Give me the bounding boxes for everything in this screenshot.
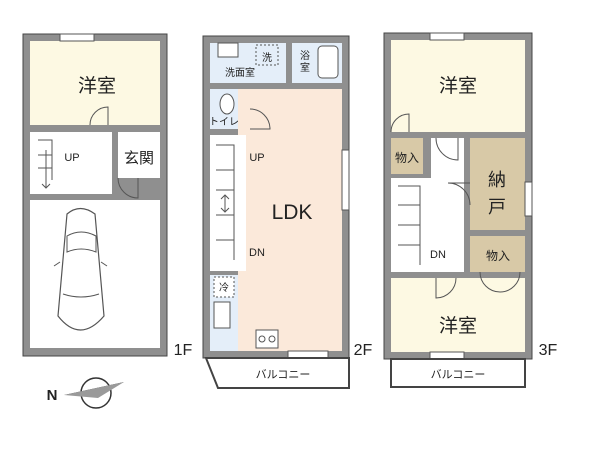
door-swing	[89, 106, 109, 126]
floor-3-storage-label-2: 戸	[488, 197, 506, 218]
floor-2-bath-label-2: 室	[300, 61, 310, 74]
floor-2-washer-label: 洗	[262, 52, 272, 64]
floor-1-label: 1F	[174, 342, 193, 359]
floor-1-stair-hall	[30, 132, 112, 194]
floor-3-western-top-label: 洋室	[439, 75, 477, 97]
floor-2-label: 2F	[354, 342, 373, 359]
floor-3: 洋室 物入 納 戸 DN 物入 洋室 バルコニー 3F	[383, 32, 558, 388]
stove-burner	[258, 335, 266, 343]
floor-1-western-label: 洋室	[78, 75, 116, 97]
floor-2-washroom-label: 洗面室	[225, 66, 255, 79]
floor-3-storage-label-1: 納	[488, 170, 506, 191]
floor-3-closet-right-label: 物入	[486, 249, 510, 263]
floor-2-toilet-label: トイレ	[209, 117, 239, 128]
floor-2-stair-up-label: UP	[249, 152, 264, 164]
door-swing	[435, 137, 459, 161]
door-swing	[479, 271, 521, 293]
door-swing	[249, 108, 271, 130]
floor-3-stairs	[398, 185, 421, 265]
washer-icon	[255, 44, 279, 66]
window	[59, 33, 95, 42]
floor-2-ldk-label: LDK	[272, 201, 313, 224]
window	[429, 351, 465, 360]
floor-2: 洗 洗面室 浴 室 トイレ UP DN LDK 冷 バルコニー 2F	[202, 35, 373, 389]
floor-3-balcony-label: バルコニー	[431, 368, 486, 381]
compass-north-label: N	[47, 387, 58, 404]
floor-2-stairwell	[210, 135, 246, 271]
toilet-icon	[219, 93, 235, 115]
door-swing	[390, 113, 410, 133]
floor-2-balcony	[204, 357, 350, 389]
floor-2-stair-down-label: DN	[249, 247, 265, 259]
window	[429, 32, 465, 41]
floor-1-stairs	[38, 139, 53, 180]
window	[287, 350, 329, 359]
bathtub-icon	[317, 45, 339, 79]
car-icon	[53, 207, 108, 331]
sink-icon	[217, 42, 239, 58]
compass-rose: N	[47, 377, 124, 409]
floor-1-entrance-area	[118, 132, 160, 178]
door-swing	[117, 177, 139, 199]
door-swing	[435, 277, 457, 299]
floor-3-stair-down-label: DN	[430, 249, 446, 261]
floor-2-fridge-label: 冷	[219, 281, 229, 294]
floor-3-storage-room	[470, 138, 525, 230]
floor-1-entrance-label: 玄関	[124, 149, 154, 167]
floor-3-closet-left-label: 物入	[395, 151, 419, 165]
floor-3-western-room-bottom	[391, 278, 525, 352]
fridge-icon	[213, 276, 235, 298]
floor-3-western-bottom-label: 洋室	[439, 315, 477, 337]
compass-needle-shade	[64, 382, 124, 398]
floor-1-western-room	[30, 41, 160, 125]
floor-3-closet-right	[470, 236, 525, 272]
floor-3-label: 3F	[539, 342, 558, 359]
floor-1-stair-up-label: UP	[64, 152, 79, 164]
window	[341, 149, 350, 211]
floor-3-western-room-top	[391, 40, 525, 132]
floor-2-balcony-label: バルコニー	[256, 368, 311, 381]
door-swing	[447, 182, 471, 206]
stair-arrow-icon	[220, 194, 230, 213]
floor-3-closet-left	[391, 138, 423, 174]
floor-2-bath-label-1: 浴	[300, 50, 310, 62]
floor-2-ldk	[238, 89, 342, 351]
stove-burner	[268, 335, 276, 343]
floor-1: 洋室 UP 玄関 1F	[22, 33, 193, 359]
floor-3-balcony	[390, 358, 526, 388]
kitchen-sink-icon	[213, 301, 231, 329]
window	[524, 181, 533, 217]
stove-icon	[255, 329, 279, 349]
stair-arrow-icon	[41, 150, 51, 189]
floor-2-stairs	[216, 144, 235, 260]
